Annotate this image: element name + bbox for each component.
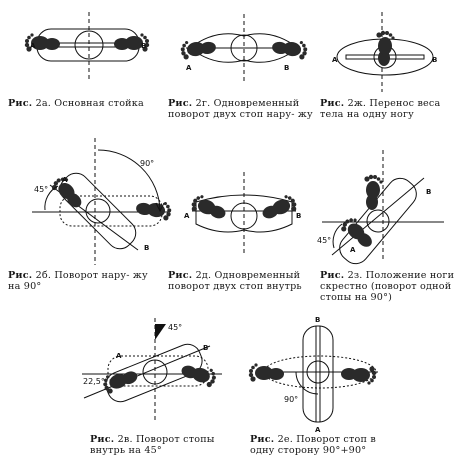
label-a: A <box>350 246 356 254</box>
caption-text: 2е. Поворот стоп в одну сторону 90°+90° <box>250 434 380 456</box>
label-b: B <box>203 344 208 352</box>
arc-45 <box>332 223 343 249</box>
center-circle <box>74 30 104 60</box>
label-b: B <box>144 244 149 252</box>
figure-2d: A B <box>184 172 301 255</box>
footprint-left <box>189 192 229 222</box>
figure-2z: 45° A B <box>317 150 444 265</box>
label-b: B <box>141 42 146 50</box>
footprint-bottom <box>338 214 378 251</box>
caption-prefix: Рис. <box>168 98 193 109</box>
caption-prefix: Рис. <box>320 270 345 281</box>
base-outline <box>339 177 417 265</box>
figure-2a: A B <box>24 12 150 80</box>
label-a: A <box>315 426 321 434</box>
caption-2zh: Рис. 2ж. Перенос веса тела на одну ногу <box>320 98 466 120</box>
label-b: B <box>315 316 320 324</box>
angle-45: 45° <box>34 185 48 194</box>
angle-wedge <box>155 324 166 340</box>
caption-text: 2д. Одновременный поворот двух стоп внут… <box>168 270 304 292</box>
caption-2a: Рис. 2а. Основная стойка <box>8 98 158 109</box>
figure-2g: A B <box>179 14 309 82</box>
figure-2b: 45° 90° A B <box>32 138 173 265</box>
caption-2e: Рис. 2е. Поворот стоп в одну сторону 90°… <box>250 434 400 456</box>
footprint-left <box>49 173 88 212</box>
label-a: A <box>62 176 68 184</box>
center-circle <box>142 359 168 385</box>
angle-22-5: 22,5° <box>83 377 105 386</box>
footprint-right <box>179 359 219 389</box>
base-outline-dashed <box>59 195 163 227</box>
base-outline <box>59 172 137 250</box>
footprint-left <box>248 363 284 382</box>
base-outline-dashed <box>107 355 209 387</box>
caption-2z: Рис. 2з. Положение ноги скрестно (поворо… <box>320 270 466 303</box>
footprint-left <box>100 364 140 395</box>
center-circle <box>366 209 390 233</box>
arc-45 <box>44 185 59 211</box>
caption-2b: Рис. 2б. Поворот нару- жу на 90° <box>8 270 160 292</box>
caption-text: 2а. Основная стойка <box>35 98 144 109</box>
figure-2v: 45° 22,5° A B <box>82 318 222 420</box>
angle-90: 90° <box>140 159 154 168</box>
axis-diagonal <box>331 177 425 256</box>
caption-text: 2г. Одновременный поворот двух стоп нару… <box>168 98 313 120</box>
footprint-left <box>179 36 218 61</box>
center-circle <box>230 202 258 230</box>
angle-45: 45° <box>317 236 331 245</box>
angle-90: 90° <box>284 395 298 404</box>
caption-prefix: Рис. <box>250 434 275 445</box>
caption-text: 2б. Поворот нару- жу на 90° <box>8 270 152 292</box>
caption-text: 2з. Положение ноги скрестно (поворот одн… <box>320 270 458 303</box>
caption-prefix: Рис. <box>8 270 33 281</box>
label-b: B <box>432 56 437 64</box>
figure-2e: 90° B A <box>248 316 378 434</box>
label-b: B <box>296 212 301 220</box>
center-circle <box>306 360 330 384</box>
footprint-right <box>270 36 309 61</box>
label-a: A <box>116 352 122 360</box>
footprint-top <box>364 174 383 210</box>
center-circle <box>85 198 111 224</box>
caption-2g: Рис. 2г. Одновременный поворот двух стоп… <box>168 98 314 120</box>
foot-bar <box>315 325 321 423</box>
caption-2d: Рис. 2д. Одновременный поворот двух стоп… <box>168 270 314 292</box>
footprint-right <box>341 366 377 385</box>
caption-prefix: Рис. <box>320 98 345 109</box>
caption-prefix: Рис. <box>168 270 193 281</box>
label-a: A <box>332 56 338 64</box>
label-a: A <box>186 64 192 72</box>
label-b: B <box>426 188 431 196</box>
caption-prefix: Рис. <box>8 98 33 109</box>
figure-2zh: A B <box>332 12 437 92</box>
caption-text: 2в. Поворот стопы внутрь на 45° <box>90 434 218 456</box>
footprint-right <box>259 192 299 222</box>
arrow-head <box>155 202 165 213</box>
label-a: A <box>30 42 36 50</box>
arc-90 <box>295 371 319 395</box>
caption-prefix: Рис. <box>90 434 115 445</box>
caption-text: 2ж. Перенос веса тела на одну ногу <box>320 98 444 120</box>
label-a: A <box>184 212 190 220</box>
label-b: B <box>284 64 289 72</box>
caption-2v: Рис. 2в. Поворот стопы внутрь на 45° <box>90 434 240 456</box>
arc-90 <box>97 149 161 211</box>
base-outline <box>195 194 293 233</box>
angle-45: 45° <box>168 323 182 332</box>
footprint-right <box>134 197 173 222</box>
